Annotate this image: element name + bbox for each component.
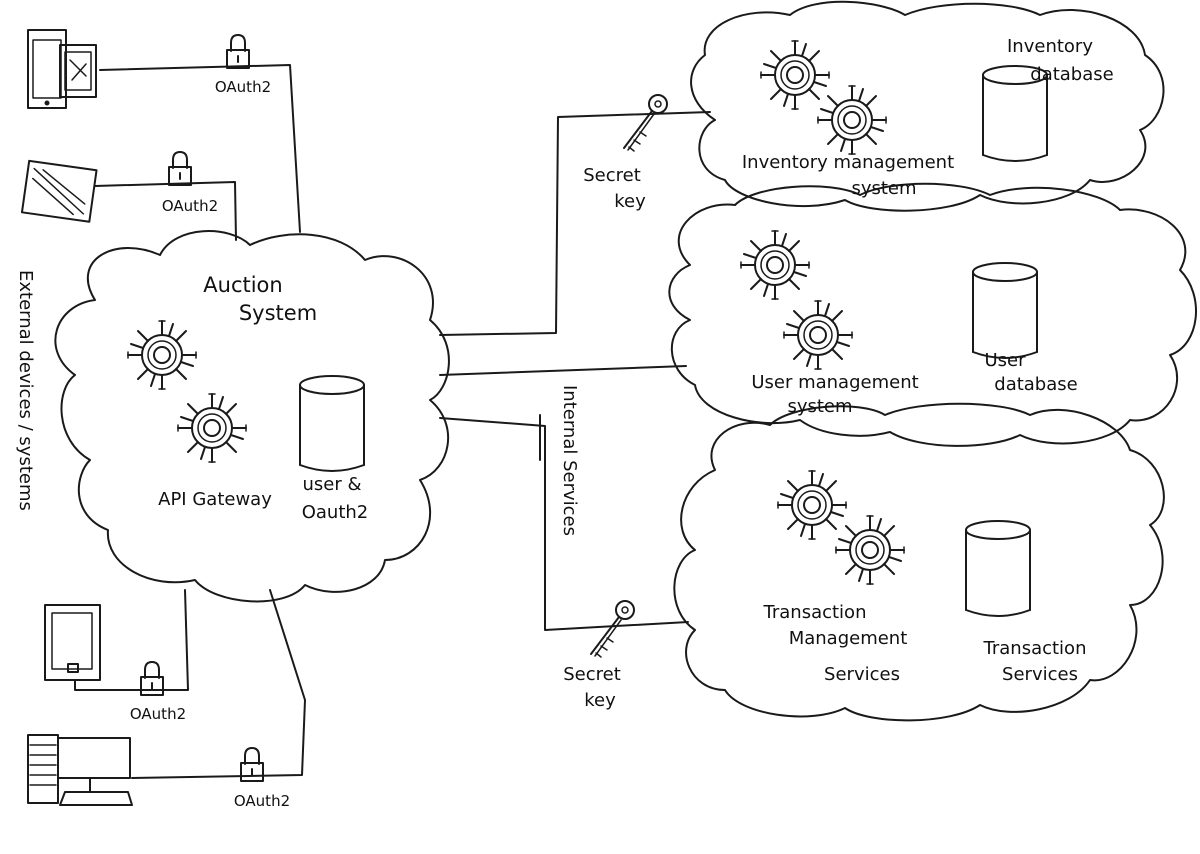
tablet-icon [59, 44, 97, 98]
user-db-label: database [994, 374, 1077, 395]
gear-icon [783, 300, 853, 370]
gear-icon [127, 320, 197, 390]
database-icon [299, 375, 365, 472]
oauth-label: OAuth2 [215, 78, 271, 96]
auction-system-subtitle: System [239, 301, 317, 325]
database-icon [965, 520, 1031, 617]
secret-key-label: Secret [563, 664, 621, 685]
monitor-icon [20, 159, 98, 223]
internal-services-label: Internal Services [559, 385, 580, 536]
inventory-db-label: Inventory [1007, 36, 1093, 57]
gear-icon [177, 393, 247, 463]
gear-icon [740, 230, 810, 300]
secret-key-label: key [584, 690, 616, 711]
api-gateway-label: API Gateway [158, 489, 272, 510]
desktop-computer-icon [27, 734, 133, 806]
inventory-cloud [690, 0, 1165, 212]
lock-icon [168, 151, 192, 186]
user-oauth-label: user & [302, 474, 361, 495]
oauth-label: OAuth2 [130, 705, 186, 723]
auction-system-title: Auction [203, 273, 282, 297]
user-db-label: User [984, 350, 1026, 371]
transaction-services-label: Services [1002, 664, 1078, 685]
inventory-system-label: system [851, 178, 916, 199]
oauth-label: OAuth2 [162, 197, 218, 215]
oauth-label: OAuth2 [234, 792, 290, 810]
user-oauth-label: Oauth2 [302, 502, 369, 523]
user-system-label: system [787, 396, 852, 417]
gear-icon [835, 515, 905, 585]
inventory-system-label: Inventory management [742, 152, 954, 173]
lock-icon [226, 34, 250, 69]
secret-key-label: Secret [583, 165, 641, 186]
transaction-mgmt-label: Management [789, 628, 908, 649]
inventory-db-label: database [1030, 64, 1113, 85]
transaction-cloud [673, 402, 1165, 722]
phone-icon [27, 29, 67, 109]
database-icon [972, 262, 1038, 359]
tablet-icon [44, 604, 101, 681]
key-icon [590, 600, 635, 658]
transaction-services-label: Transaction [983, 638, 1087, 659]
gear-icon [777, 470, 847, 540]
transaction-mgmt-label: Services [824, 664, 900, 685]
gear-icon [817, 85, 887, 155]
auction-system-cloud [54, 230, 450, 603]
external-devices-label: External devices / systems [15, 270, 36, 511]
user-system-label: User management [751, 372, 918, 393]
transaction-mgmt-label: Transaction [763, 602, 867, 623]
gear-icon [760, 40, 830, 110]
user-management-cloud [668, 182, 1197, 447]
secret-key-label: key [614, 191, 646, 212]
connector-lines [74, 64, 711, 779]
key-icon [623, 94, 668, 152]
